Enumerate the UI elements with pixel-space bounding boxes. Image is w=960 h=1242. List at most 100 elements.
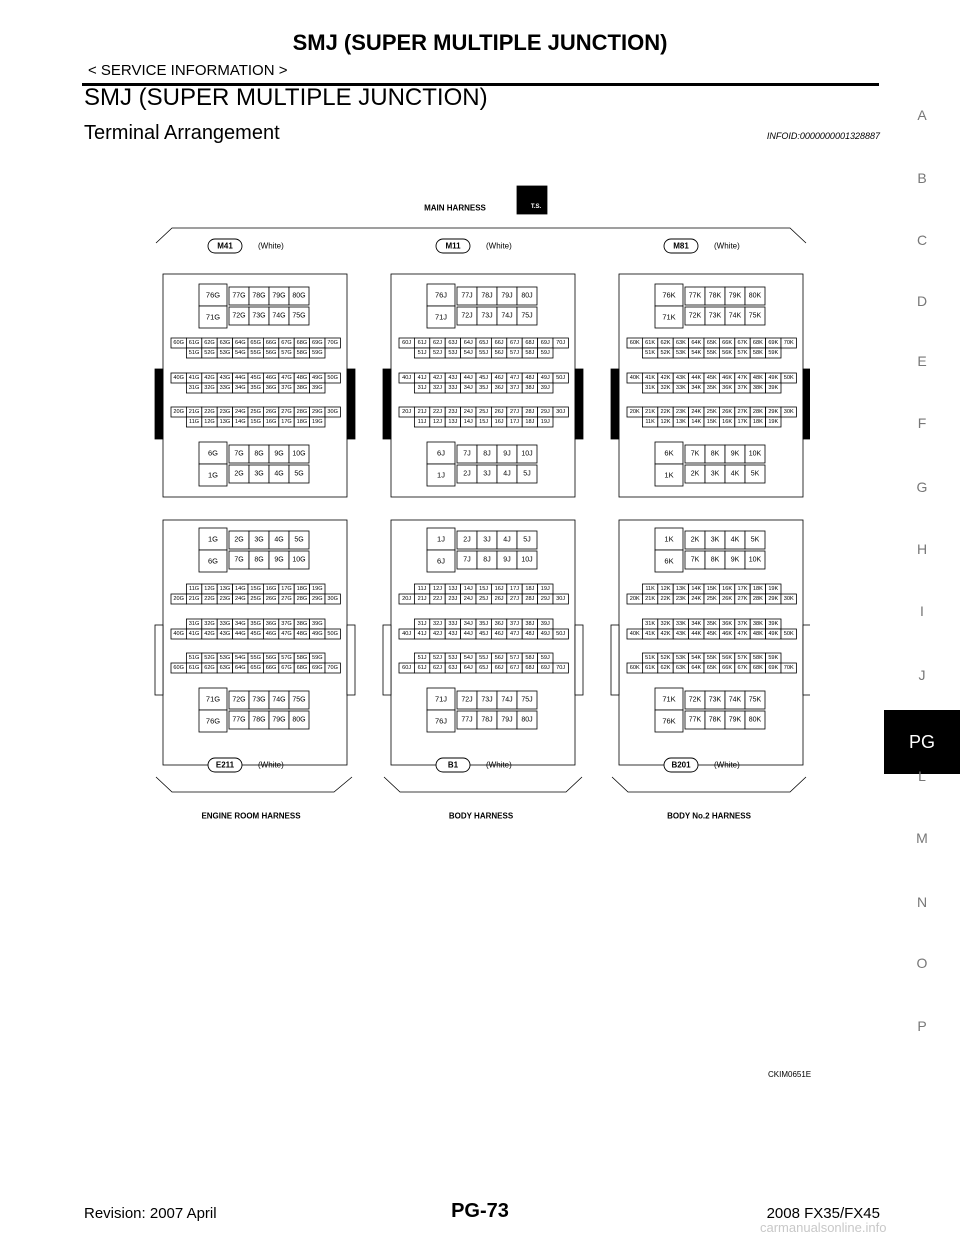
connector-b1-term-38: 38J [525, 621, 534, 627]
connector-m41-cell [324, 406, 341, 418]
connector-m41-term-5: 5G [294, 471, 303, 478]
connector-b201-term-60: 60K [630, 665, 640, 671]
connector-m41-cell [198, 305, 228, 329]
connector-e211-term-2: 2G [234, 537, 243, 544]
connector-m41-term-37: 37G [281, 385, 292, 391]
connector-b201-term-66: 66K [722, 665, 732, 671]
connector-m11-term-32: 32J [433, 385, 442, 391]
tab-j[interactable]: J [918, 667, 926, 683]
connector-b1-term-7: 7J [463, 557, 470, 564]
connector-b1-term-15: 15J [479, 586, 488, 592]
connector-b201-term-71: 71K [662, 695, 675, 704]
connector-e211-term-60: 60G [173, 665, 184, 671]
connector-e211-term-33: 33G [220, 621, 231, 627]
tab-c[interactable]: C [916, 232, 928, 248]
connector-b1-cell [516, 550, 538, 570]
tab-a[interactable]: A [917, 107, 927, 123]
connector-m11-term-53: 53J [448, 350, 457, 356]
connector-m41-cell [288, 464, 310, 484]
connector-b1-term-20: 20J [402, 596, 411, 602]
connector-b201-term-52: 52K [661, 655, 671, 661]
connector-e211-term-18: 18G [297, 586, 308, 592]
connector-m11-term-18: 18J [525, 419, 534, 425]
connector-m81-term-15: 15K [707, 419, 717, 425]
connector-b201-term-30: 30K [784, 596, 794, 602]
tab-pg[interactable]: PG [884, 710, 960, 774]
connector-m41-term-19: 19G [312, 419, 323, 425]
connector-m81-term-34: 34K [691, 385, 701, 391]
connector-b201-term-5: 5K [751, 537, 760, 544]
connector-b201-term-72: 72K [689, 697, 702, 704]
connector-b1-term-8: 8J [483, 557, 490, 564]
connector-m41-term-2: 2G [234, 471, 243, 478]
connector-e211-term-26: 26G [266, 596, 277, 602]
connector-b1-term-67: 67J [510, 665, 519, 671]
page-number: PG-73 [451, 1200, 509, 1222]
connector-b201-term-27: 27K [738, 596, 748, 602]
tab-b[interactable]: B [917, 170, 927, 186]
connector-m41-term-31: 31G [189, 385, 200, 391]
connector-b201-term-44: 44K [691, 631, 701, 637]
tab-h[interactable]: H [916, 541, 928, 557]
connector-e211-term-73: 73G [252, 697, 265, 704]
connector-e211-term-5: 5G [294, 537, 303, 544]
connector-e211-cell [324, 628, 341, 640]
connector-e211-term-3: 3G [254, 537, 263, 544]
connector-b201-term-54: 54K [691, 655, 701, 661]
connector-b201-term-26: 26K [722, 596, 732, 602]
connector-b201-term-51: 51K [645, 655, 655, 661]
connector-b201-term-58: 58K [753, 655, 763, 661]
tab-i[interactable]: I [920, 603, 924, 619]
connector-m81-cell [654, 463, 684, 487]
connector-e211-term-77: 77G [232, 717, 245, 724]
connector-b1-term-26: 26J [495, 596, 504, 602]
connector-m41-term-55: 55G [250, 350, 261, 356]
connector-m11-term-36: 36J [495, 385, 504, 391]
connector-m41-term-51: 51G [189, 350, 200, 356]
tab-m[interactable]: M [916, 830, 928, 846]
connector-m41-term-47: 47G [281, 375, 292, 381]
connector-b201-term-45: 45K [707, 631, 717, 637]
connector-m41-term-79: 79G [272, 293, 285, 300]
tab-l[interactable]: L [918, 768, 926, 784]
tab-g[interactable]: G [916, 479, 928, 495]
connector-b201-term-43: 43K [676, 631, 686, 637]
tab-p[interactable]: P [917, 1018, 927, 1034]
connector-e211-term-54: 54G [235, 655, 246, 661]
tab-e[interactable]: E [917, 353, 927, 369]
connector-m41-term-24: 24G [235, 409, 246, 415]
connector-m41-term-64: 64G [235, 340, 246, 346]
connector-b1-cell [426, 549, 456, 573]
connector-m81-latch-left [610, 368, 620, 440]
connector-m41-latch-right [346, 368, 356, 440]
connector-b201-latch-right [802, 624, 810, 696]
connector-m41-term-44: 44G [235, 375, 246, 381]
connector-m11-cell [516, 286, 538, 306]
connector-m41-term-29: 29G [312, 409, 323, 415]
connector-b1-term-30: 30J [556, 596, 565, 602]
tab-n[interactable]: N [916, 894, 928, 910]
connector-b201-term-13: 13K [676, 586, 686, 592]
connector-b1-term-79: 79J [501, 717, 512, 724]
connector-m81-term-33: 33K [676, 385, 686, 391]
page-header-title: SMJ (SUPER MULTIPLE JUNCTION) [292, 30, 668, 55]
connector-m81-term-35: 35K [707, 385, 717, 391]
tab-o[interactable]: O [916, 955, 928, 971]
tab-f[interactable]: F [917, 415, 927, 431]
connector-b1-cell [426, 709, 456, 733]
connector-b201-term-73: 73K [709, 697, 722, 704]
tab-d[interactable]: D [916, 293, 928, 309]
connector-m81-term-32: 32K [661, 385, 671, 391]
connector-m11-latch-right [574, 368, 584, 440]
connector-b201-term-61: 61K [645, 665, 655, 671]
connector-e211-term-13: 13G [220, 586, 231, 592]
connector-m11-tag [435, 238, 471, 254]
connector-m11-term-58: 58J [525, 350, 534, 356]
connector-m41-id: M41 [217, 242, 233, 251]
connector-b201-cell [780, 628, 797, 640]
connector-b1-term-43: 43J [448, 631, 457, 637]
connector-m81-term-43: 43K [676, 375, 686, 381]
connector-m41-cell [288, 286, 310, 306]
connector-m11-term-2: 2J [463, 471, 470, 478]
connector-m41-term-57: 57G [281, 350, 292, 356]
